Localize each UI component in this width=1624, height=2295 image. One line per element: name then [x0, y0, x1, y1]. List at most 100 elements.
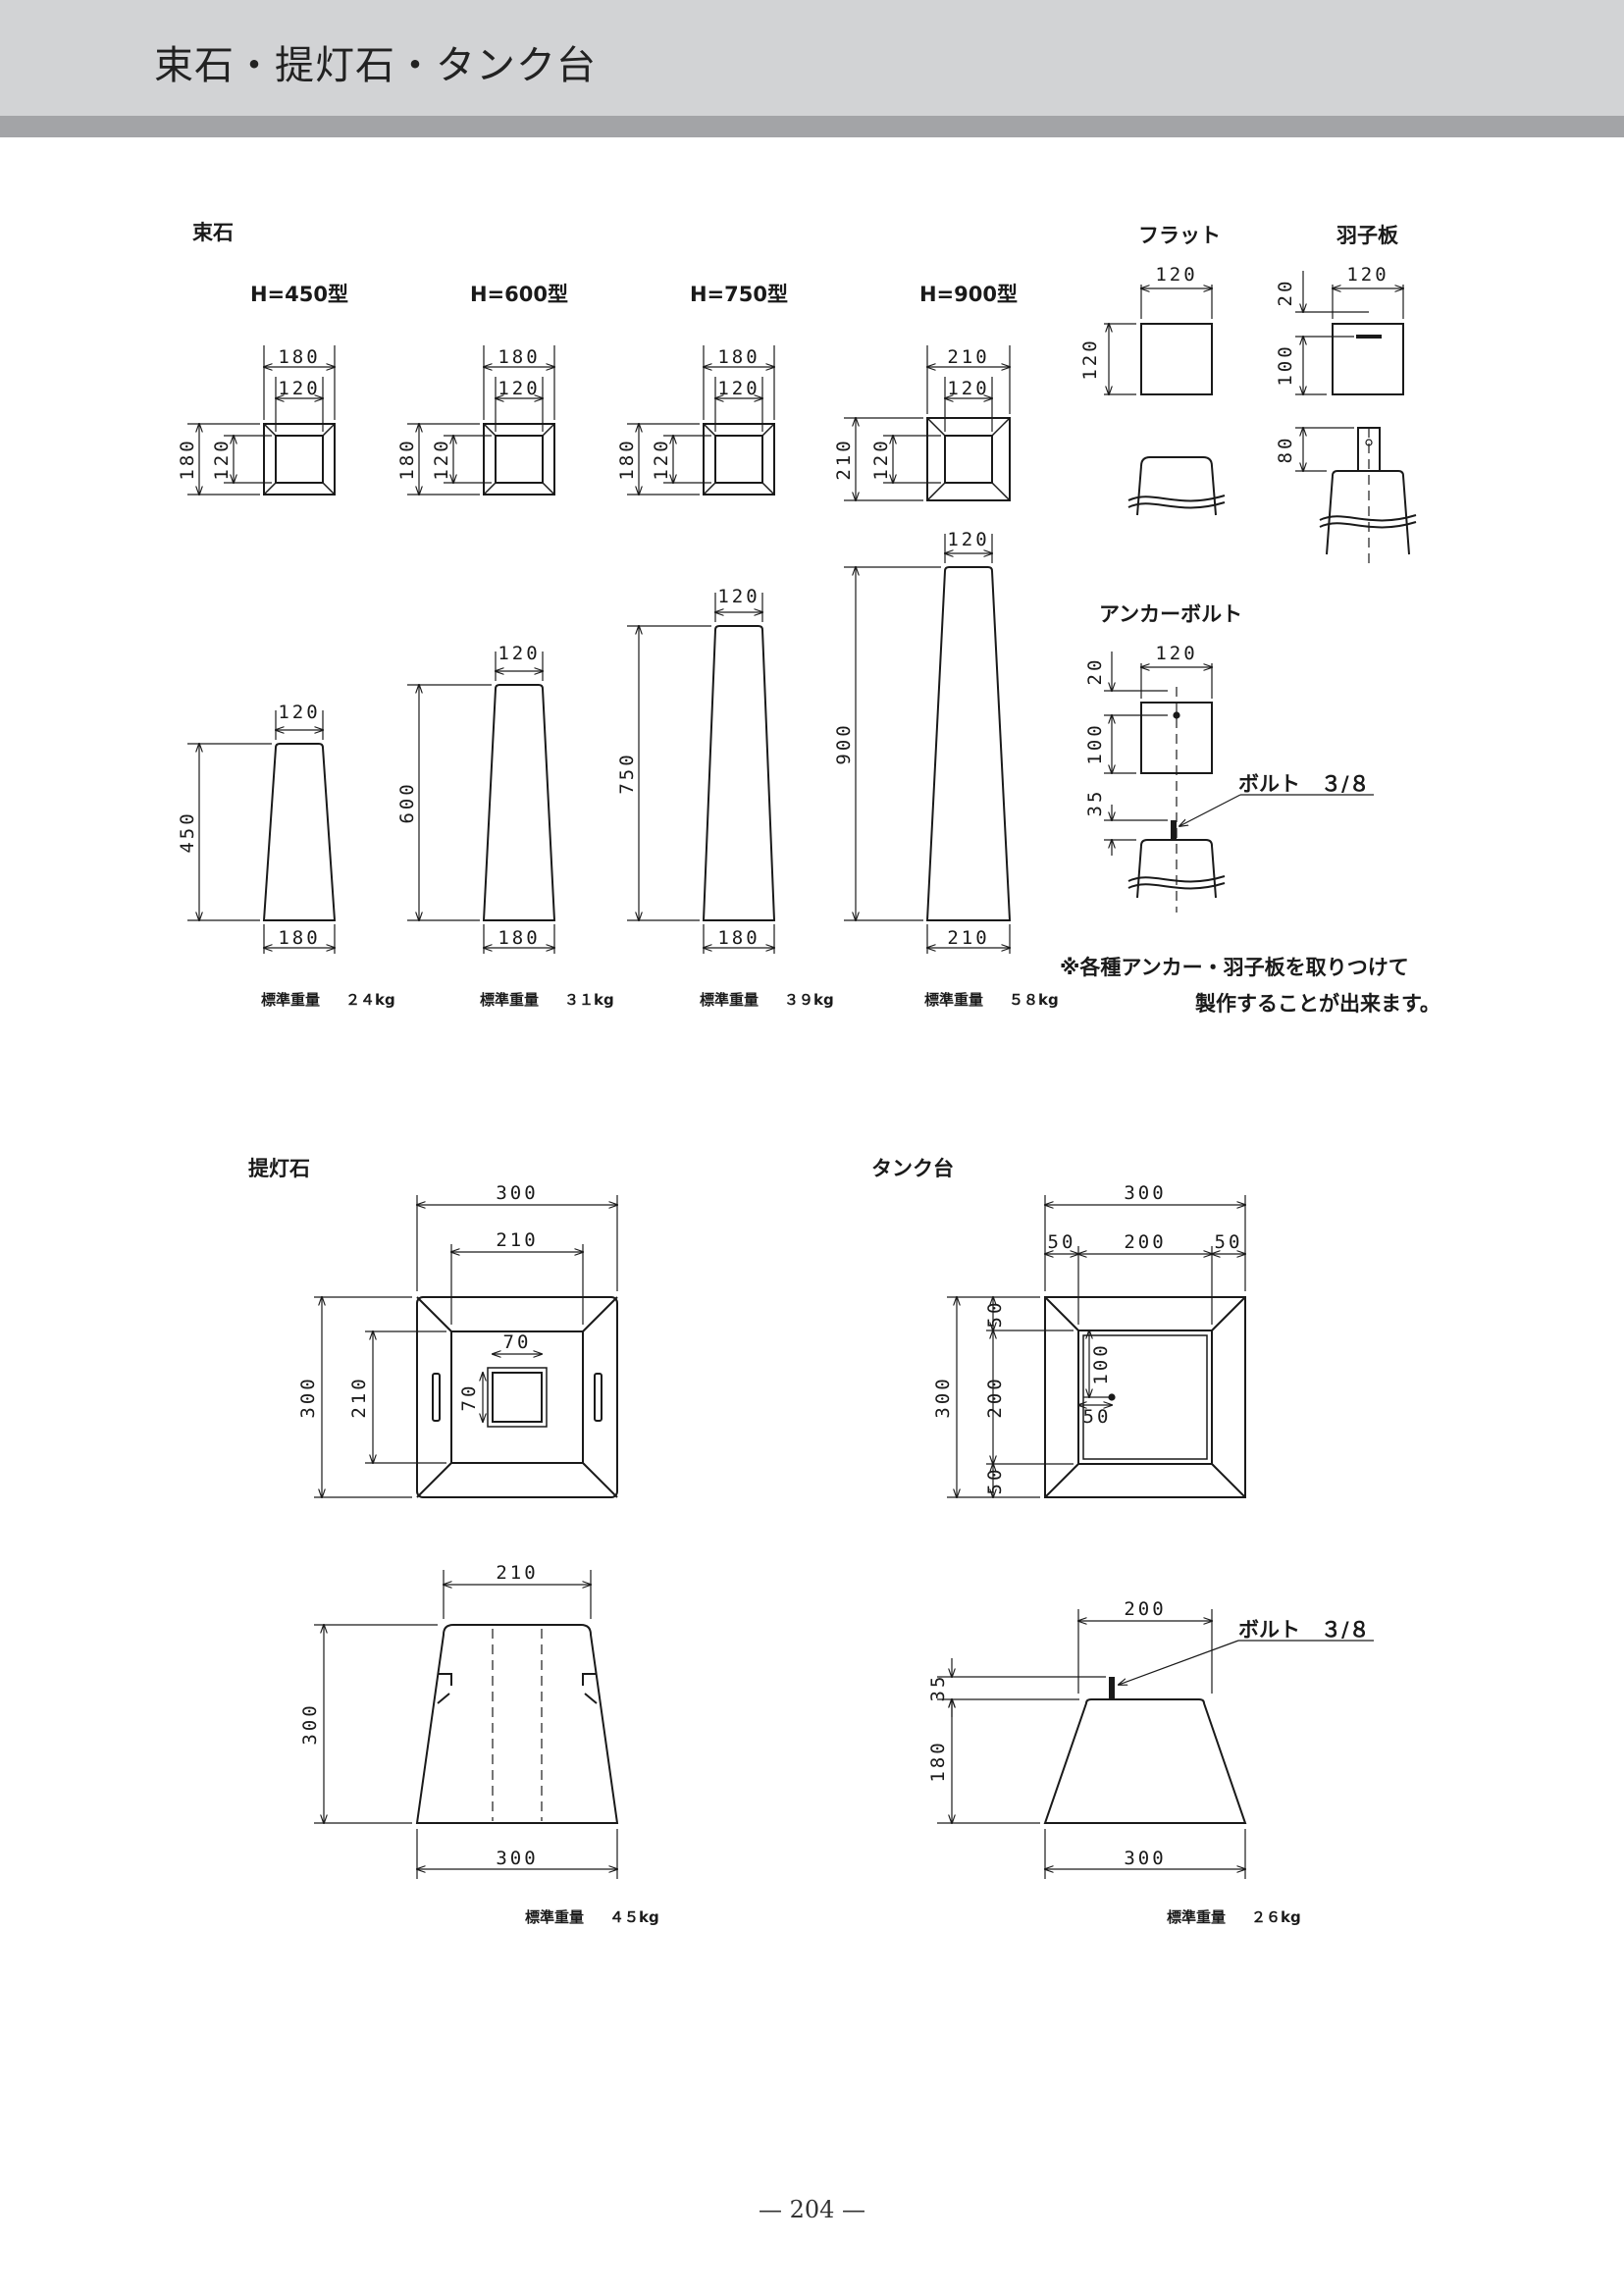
dim-side-outer: 210	[833, 438, 855, 480]
tank-plan-bolt-offset: 100	[1090, 1342, 1112, 1384]
haneita-dim-b: 100	[1275, 343, 1296, 386]
weight-label: 標準重量	[924, 991, 983, 1009]
dim-elev-top: 120	[947, 529, 989, 550]
flat-top-drawing	[1104, 285, 1226, 516]
anchor-bolt-label: ボルト ３/８	[1238, 772, 1370, 796]
tank-weight-label: 標準重量	[1167, 1908, 1226, 1926]
anchor-bolt-drawing	[1104, 652, 1374, 913]
tank-plan-drawing	[947, 1195, 1246, 1498]
chochin-elev-bottom: 300	[496, 1848, 538, 1869]
elevation-outline	[925, 566, 1012, 921]
dim-top-outer: 180	[278, 346, 320, 368]
chochin-plan-outer: 300	[496, 1182, 538, 1204]
plan-corner	[991, 482, 1011, 501]
tank-plan-side-outer: 300	[932, 1376, 954, 1418]
dim-side-outer: 180	[177, 438, 198, 480]
plan-outer	[263, 423, 336, 496]
chochin-plan-side-outer: 300	[297, 1376, 319, 1418]
plan-corner	[322, 423, 336, 437]
tank-plan-side-top: 50	[984, 1300, 1006, 1329]
dim-elev-top: 120	[717, 586, 760, 607]
dim-side-outer: 180	[616, 438, 638, 480]
plan-corner	[703, 482, 716, 496]
dim-top-outer: 180	[498, 346, 540, 368]
plan-corner	[703, 423, 716, 437]
dim-top-inner: 120	[498, 378, 540, 399]
dim-side-inner: 120	[870, 438, 892, 480]
dim-top-outer: 180	[717, 346, 760, 368]
haneita-dim-c: 80	[1275, 436, 1296, 464]
haneita-top-drawing	[1295, 271, 1417, 569]
tank-title: タンク台	[871, 1157, 954, 1180]
elevation-outline	[702, 625, 776, 921]
tsuka-model-1-labels: H=450型 180 120 180 120 120 450 180 標準重量 …	[177, 283, 395, 1009]
chochin-plan-inner-w: 70	[503, 1331, 532, 1353]
dim-side-inner: 120	[431, 438, 452, 480]
header-band	[0, 0, 1624, 116]
tsuka-type-label: H=750型	[690, 283, 788, 306]
dim-elev-bottom: 180	[278, 927, 320, 949]
chochin-plan-mid: 210	[496, 1229, 538, 1251]
dim-elev-height: 450	[177, 810, 198, 853]
plan-corner	[542, 482, 555, 496]
tank-bolt-label: ボルト ３/８	[1238, 1618, 1370, 1642]
chochin-weight-label: 標準重量	[525, 1908, 584, 1926]
plan-outer	[926, 417, 1011, 501]
chochin-plan-inner-h: 70	[458, 1383, 480, 1412]
dim-elev-bottom: 180	[717, 927, 760, 949]
dim-side-inner: 120	[651, 438, 672, 480]
dim-elev-bottom: 210	[947, 927, 989, 949]
header-stripe	[0, 116, 1624, 137]
tank-plan-bolt-side: 50	[1083, 1406, 1112, 1428]
plan-corner	[542, 423, 555, 437]
plan-corner	[926, 417, 946, 437]
tsuka-model-2-labels: H=600型 180 120 180 120 120 600 180 標準重量 …	[396, 283, 614, 1009]
dim-top-outer: 210	[947, 346, 989, 368]
tank-weight-value: ２６kg	[1251, 1908, 1301, 1926]
weight-value: ２４kg	[345, 991, 395, 1009]
tsuka-type-label: H=900型	[919, 283, 1018, 306]
dim-elev-height: 900	[833, 722, 855, 764]
flat-title: フラット	[1138, 224, 1221, 247]
tank-plan-left: 50	[1048, 1231, 1076, 1253]
note-line-1: ※各種アンカー・羽子板を取りつけて	[1060, 956, 1409, 979]
chochin-plan-side-mid: 210	[348, 1376, 370, 1418]
tank-elev-bottom: 300	[1124, 1848, 1166, 1869]
dim-top-inner: 120	[717, 378, 760, 399]
plan-corner	[263, 423, 277, 437]
chochin-title: 提灯石	[248, 1157, 310, 1180]
plan-outer	[483, 423, 555, 496]
weight-label: 標準重量	[700, 991, 759, 1009]
tsuka-model-4-labels: H=900型 210 120 210 120 120 900 210 標準重量 …	[833, 283, 1059, 1009]
anchor-dim-a: 20	[1084, 657, 1106, 686]
chochin-elevation-drawing	[314, 1570, 619, 1879]
tsuka-type-label: H=600型	[470, 283, 568, 306]
weight-label: 標準重量	[480, 991, 539, 1009]
anchor-dim-b: 100	[1084, 722, 1106, 764]
tsukaishi-title: 束石	[192, 221, 234, 244]
tank-plan-side-bottom: 50	[984, 1467, 1006, 1495]
weight-value: ５８kg	[1009, 991, 1059, 1009]
plan-outer	[703, 423, 775, 496]
plan-corner	[263, 482, 277, 496]
dim-elev-height: 750	[616, 752, 638, 794]
dim-side-outer: 180	[396, 438, 418, 480]
dim-top-inner: 120	[947, 378, 989, 399]
plan-inner	[944, 435, 993, 484]
weight-label: 標準重量	[261, 991, 320, 1009]
tsuka-type-label: H=450型	[250, 283, 348, 306]
dim-side-inner: 120	[211, 438, 233, 480]
tank-plan-outer: 300	[1124, 1182, 1166, 1204]
tank-elev-bolt: 35	[927, 1674, 949, 1702]
tsuka-model-3-labels: H=750型 180 120 180 120 120 750 180 標準重量 …	[616, 283, 834, 1009]
chochin-elev-top: 210	[496, 1562, 538, 1584]
plan-corner	[926, 482, 946, 501]
tank-elev-height: 180	[927, 1740, 949, 1782]
tank-plan-mid: 200	[1124, 1231, 1166, 1253]
anchor-width: 120	[1155, 643, 1197, 664]
haneita-title: 羽子板	[1336, 224, 1399, 247]
plan-corner	[761, 423, 775, 437]
page-title: 束石・提灯石・タンク台	[154, 43, 597, 88]
elevation-outline	[482, 684, 556, 921]
